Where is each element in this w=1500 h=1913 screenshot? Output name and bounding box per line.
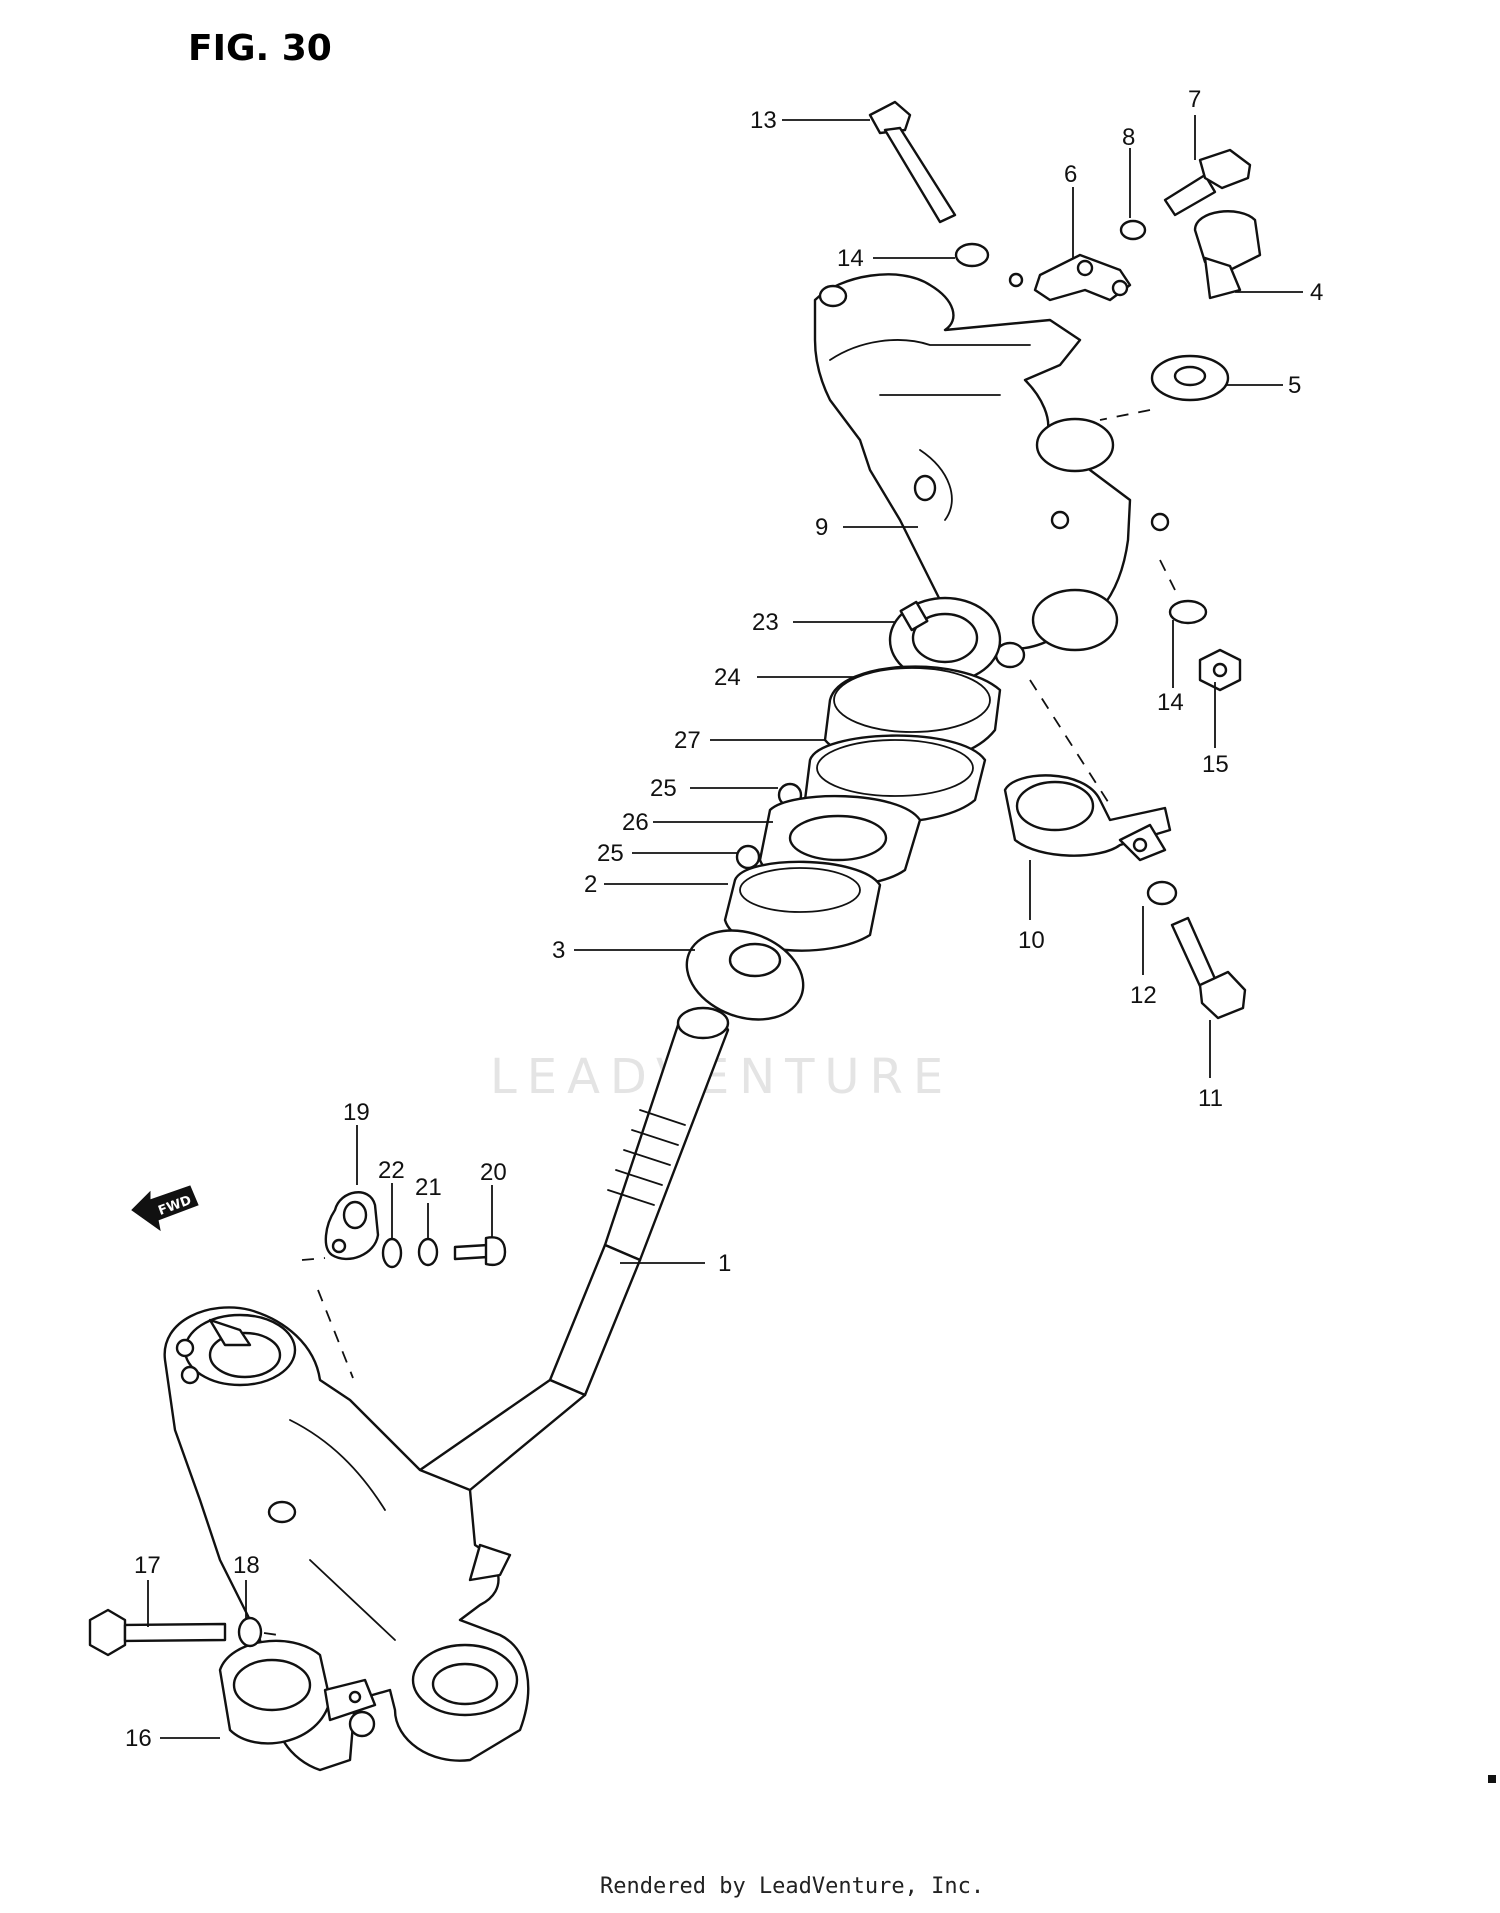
- assembly-line: [317, 1289, 354, 1379]
- seal-part-3[interactable]: [674, 915, 815, 1035]
- watermark: LEADVENTURE: [490, 1049, 953, 1105]
- callout-20: 20: [480, 1159, 507, 1186]
- callout-4: 4: [1310, 279, 1323, 306]
- lower-race-part-2[interactable]: [723, 860, 882, 952]
- washer-part-22[interactable]: [381, 1237, 403, 1269]
- callout-21: 21: [415, 1174, 442, 1201]
- clamp-part-10[interactable]: [1003, 774, 1172, 862]
- callout-6: 6: [1064, 161, 1077, 188]
- figure-title: FIG. 30: [188, 28, 332, 69]
- forward-direction-arrow: FWD: [131, 1185, 199, 1232]
- washer-part-8[interactable]: [1119, 219, 1147, 241]
- assembly-line: [263, 1632, 286, 1637]
- callout-25-lower: 25: [597, 840, 624, 867]
- callout-9: 9: [815, 514, 828, 541]
- callout-15: 15: [1202, 751, 1229, 778]
- callout-12: 12: [1130, 982, 1157, 1009]
- callout-19: 19: [343, 1099, 370, 1126]
- callout-18: 18: [233, 1552, 260, 1579]
- callout-3: 3: [552, 937, 565, 964]
- clamp-part-16[interactable]: [218, 1639, 377, 1745]
- leader-lines: [147, 115, 1303, 1739]
- callout-11: 11: [1198, 1085, 1223, 1112]
- washer-part-18[interactable]: [237, 1616, 263, 1648]
- bearing-ball-part-25-lower[interactable]: [735, 844, 761, 870]
- bracket-part-19[interactable]: [324, 1191, 380, 1261]
- callout-5: 5: [1288, 372, 1301, 399]
- callout-27: 27: [674, 727, 701, 754]
- callout-7: 7: [1188, 86, 1201, 113]
- callout-23: 23: [752, 609, 779, 636]
- bolt-part-17[interactable]: [88, 1608, 227, 1657]
- footer-credit: Rendered by LeadVenture, Inc.: [600, 1874, 984, 1899]
- callout-17: 17: [134, 1552, 161, 1579]
- callout-8: 8: [1122, 124, 1135, 151]
- nut-part-15[interactable]: [1198, 648, 1242, 692]
- callout-2: 2: [584, 871, 597, 898]
- callout-13: 13: [750, 107, 777, 134]
- bolt-part-4[interactable]: [1193, 210, 1262, 300]
- assembly-line: [301, 1257, 326, 1261]
- assembly-line: [1099, 409, 1151, 421]
- callout-26: 26: [622, 809, 649, 836]
- callout-14-lower: 14: [1157, 689, 1184, 716]
- callout-10: 10: [1018, 927, 1045, 954]
- washer-part-12[interactable]: [1146, 880, 1178, 906]
- clamp-part-6[interactable]: [1033, 253, 1132, 302]
- bolt-part-11[interactable]: [1170, 916, 1247, 1020]
- assembly-line: [1159, 559, 1176, 591]
- steering-nut-part-23[interactable]: [888, 596, 1002, 684]
- washer-part-5[interactable]: [1150, 354, 1230, 402]
- callout-14-top: 14: [837, 245, 864, 272]
- callout-25-upper: 25: [650, 775, 677, 802]
- callout-24: 24: [714, 664, 741, 691]
- edge-mark: [1488, 1775, 1496, 1783]
- lower-bracket[interactable]: [163, 1306, 530, 1772]
- bolt-part-13[interactable]: [868, 100, 957, 224]
- washer-part-14-top[interactable]: [954, 242, 990, 268]
- assembly-line: [1029, 679, 1111, 806]
- callout-16: 16: [125, 1725, 152, 1752]
- callout-22: 22: [378, 1157, 405, 1184]
- upper-bracket-part-9[interactable]: [813, 272, 1170, 669]
- washer-part-14-lower[interactable]: [1168, 599, 1208, 625]
- callout-1: 1: [718, 1250, 731, 1277]
- washer-part-21[interactable]: [417, 1237, 439, 1267]
- bolt-part-7[interactable]: [1163, 148, 1252, 217]
- screw-part-20[interactable]: [453, 1236, 507, 1266]
